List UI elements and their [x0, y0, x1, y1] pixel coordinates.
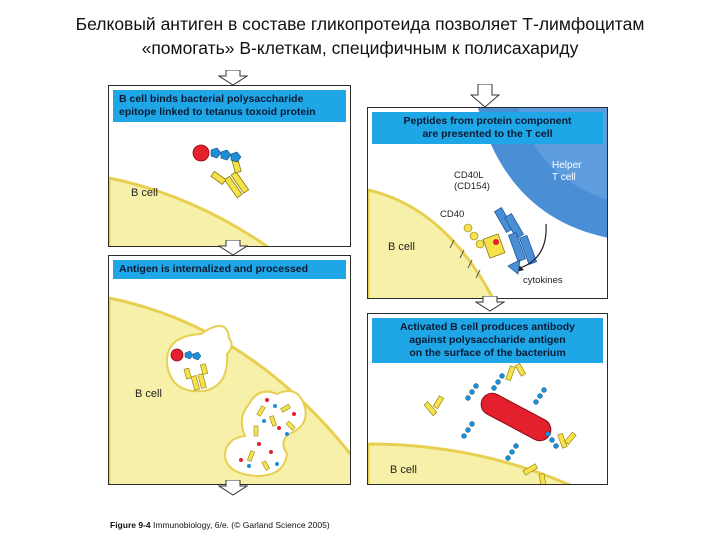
down-arrow-top-left [218, 70, 248, 86]
polysaccharide-chain [210, 147, 242, 163]
tetanus-toxoid-protein [192, 144, 210, 162]
helper-t-cell-label-line-1: Helper [552, 160, 582, 171]
bcr-receptor [210, 157, 250, 199]
panel-binds-header-line-1: B cell binds bacterial polysaccharide [119, 93, 304, 105]
cd40l-label-line-1: CD40L [454, 170, 484, 181]
processed-fragments [247, 403, 296, 471]
down-arrow-bottom-left [218, 480, 248, 496]
b-cell-body-presenting [368, 188, 495, 298]
b-cell-body [109, 176, 270, 246]
down-arrow-top-right [470, 84, 500, 108]
secreted-antibodies [423, 362, 577, 484]
mhc-tcr-complex [507, 231, 538, 266]
bacterium [480, 392, 552, 442]
panel-activated-cell-label: B cell [390, 464, 417, 476]
panel-presented: Peptides from protein component are pres… [367, 107, 608, 299]
panel-activated-header-line-2: against polysaccharide antigen [409, 334, 566, 346]
sugar-dots-blue [247, 404, 289, 468]
panel-internalized-cell-label: B cell [135, 388, 162, 400]
panel-activated-header-line-3: on the surface of the bacterium [409, 347, 566, 359]
b-cell-body-activated [368, 442, 572, 484]
cd40l-molecule [493, 207, 525, 239]
panel-presented-header-line-2: are presented to the T cell [422, 128, 553, 140]
panel-internalized-header: Antigen is internalized and processed [113, 260, 346, 279]
panel-internalized: Antigen is internalized and processed [108, 255, 351, 485]
peptide-dots-red [239, 398, 296, 462]
cd40-molecule [463, 223, 485, 249]
b-cell-body-internal [109, 296, 350, 484]
mhc-peptide [482, 233, 506, 259]
cd40l-label: CD40L (CD154) [454, 170, 490, 192]
panel-binds-header: B cell binds bacterial polysaccharide ep… [113, 90, 346, 122]
panel-internalized-illustration [109, 296, 350, 484]
figure-caption: Figure 9-4 Immunobiology, 6/e. (© Garlan… [110, 520, 330, 530]
figure-caption-number: Figure 9-4 [110, 520, 151, 530]
down-arrow-left-middle [218, 240, 248, 256]
cytokine-triangle [507, 259, 521, 275]
cd40-label: CD40 [440, 209, 465, 220]
internalized-protein [170, 348, 184, 362]
helper-t-cell-label-line-2: T cell [552, 172, 576, 183]
presented-peptide [493, 239, 499, 245]
cytokines-label: cytokines [523, 275, 563, 286]
panel-binds-illustration [109, 144, 270, 246]
panel-binds-cell-label: B cell [131, 187, 158, 199]
slide-title: Белковый антиген в составе гликопротеида… [20, 12, 700, 60]
internalized-receptor [183, 363, 209, 391]
panel-presented-header: Peptides from protein component are pres… [372, 112, 603, 144]
internalized-polysaccharide [184, 350, 202, 361]
slide-title-line-1: Белковый антиген в составе гликопротеида… [75, 14, 645, 34]
panel-activated-header-line-1: Activated B cell produces antibody [399, 321, 576, 333]
down-arrow-right-middle [475, 296, 505, 312]
cytokine-arrow [519, 223, 547, 269]
figure-caption-text: Immunobiology, 6/e. (© Garland Science 2… [153, 520, 330, 530]
panel-presented-header-line-1: Peptides from protein component [403, 115, 572, 127]
processing-vesicle [223, 390, 307, 478]
panel-presented-cell-label: B cell [388, 241, 415, 253]
slide-title-line-2: «помогать» В-клеткам, специфичным к поли… [141, 38, 579, 58]
surface-polysaccharides [461, 373, 559, 461]
cd40l-label-line-2: (CD154) [454, 181, 490, 192]
panel-binds-header-line-2: epitope linked to tetanus toxoid protein [119, 106, 316, 118]
panel-binds: B cell binds bacterial polysaccharide ep… [108, 85, 351, 247]
panel-activated-illustration [368, 362, 577, 484]
panel-activated: Activated B cell produces antibody again… [367, 313, 608, 485]
helper-t-cell-label: Helper T cell [552, 160, 581, 184]
membrane-ticks [449, 239, 481, 279]
panel-activated-header: Activated B cell produces antibody again… [372, 318, 603, 363]
